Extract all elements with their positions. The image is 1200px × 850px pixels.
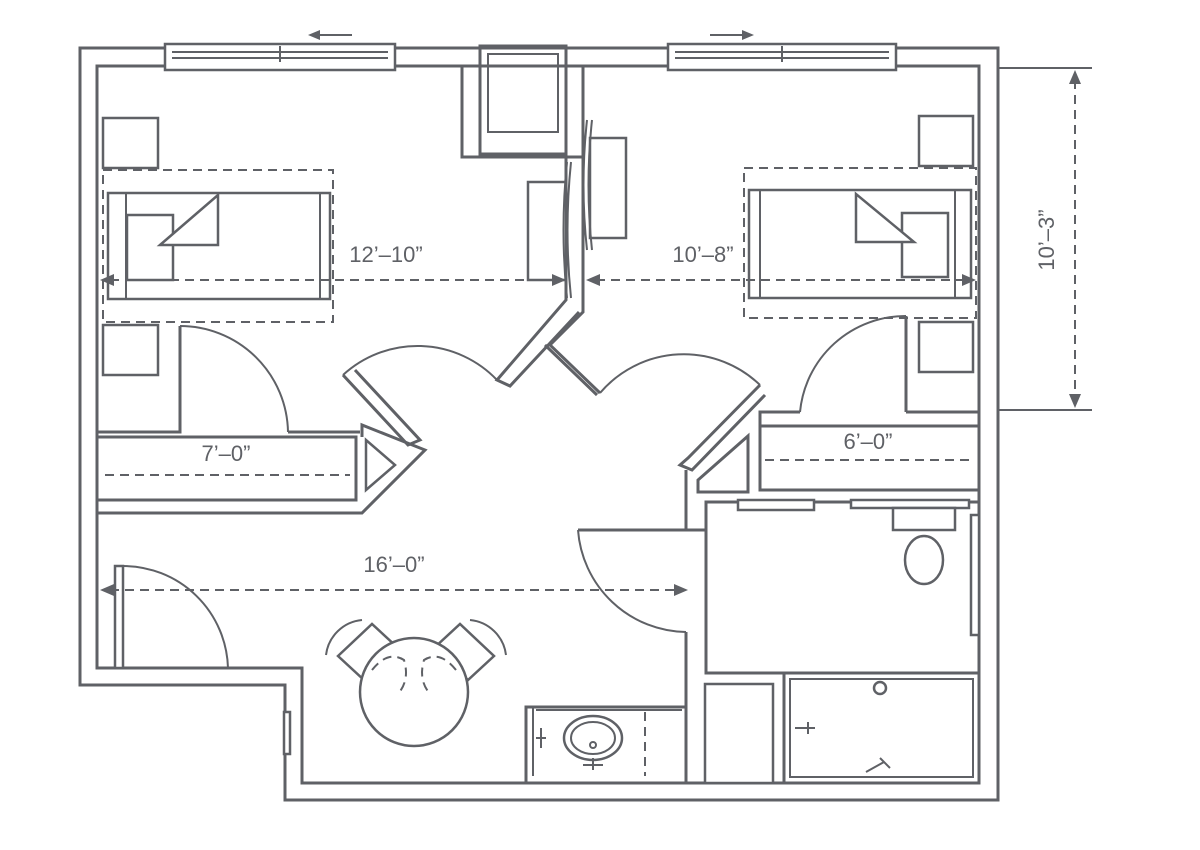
pillow-right: [900, 211, 950, 279]
sink-valve-icon: [536, 728, 546, 748]
linen-cabinet: [703, 682, 775, 785]
shower-valve-icon: [795, 722, 815, 734]
dimension-bedroom-depth: [998, 67, 1092, 411]
nightstand-top-right: [917, 114, 975, 168]
dining-table: [358, 636, 470, 748]
faucet-icon: [583, 758, 603, 770]
exterior-walls: [78, 46, 1000, 802]
window-right: [666, 42, 898, 72]
dimension-left-bedroom: [100, 274, 566, 286]
toilet-icon: [903, 534, 945, 586]
left-bedroom-door: [97, 325, 360, 434]
wardrobe-right: [582, 119, 628, 251]
left-bedroom-entry-door: [341, 345, 498, 447]
dimension-label-living: 16’–0”: [363, 552, 424, 577]
bed-clearance-right: [743, 167, 977, 319]
entry-door: [113, 564, 302, 756]
right-bedroom-door: [758, 314, 979, 426]
shower-drain-icon: [872, 680, 888, 696]
right-bedroom-entry-door: [599, 353, 767, 472]
towel-bar: [736, 498, 816, 512]
dining-set: [325, 619, 507, 748]
shower-head-icon: [865, 757, 891, 773]
right-bedroom: [743, 114, 977, 374]
wardrobe-left: [526, 161, 572, 299]
bed-clearance-left: [102, 169, 334, 323]
shower: [782, 671, 981, 785]
window-left: [163, 42, 397, 72]
nightstand-bottom-right: [917, 320, 975, 374]
toilet-tank: [891, 506, 957, 532]
nightstand-bottom-left: [101, 323, 160, 377]
dimension-label-left-closet: 7’–0”: [202, 441, 251, 466]
dimension-label-left-bedroom: 12’–10”: [349, 242, 422, 267]
dimension-label-right-closet: 6’–0”: [844, 429, 893, 454]
dimension-living: [100, 584, 688, 596]
bedsheet-fold-left: [156, 192, 220, 247]
bathroom: [577, 498, 981, 785]
pillow-left: [125, 213, 175, 282]
dimension-label-right-bedroom: 10’–8”: [672, 242, 733, 267]
dimension-label-bedroom-depth: 10’–3”: [1034, 209, 1059, 270]
left-bedroom: [101, 116, 334, 377]
dimension-right-bedroom: [586, 274, 976, 286]
left-closet: [97, 422, 428, 515]
entry-door-stop: [282, 710, 292, 756]
bedsheet-fold-right: [854, 191, 918, 244]
vanity: [524, 705, 688, 785]
shower-rod: [969, 513, 981, 637]
window-arrow-right: [710, 30, 754, 40]
nightstand-top-left: [101, 116, 160, 170]
window-arrow-left: [308, 30, 352, 40]
